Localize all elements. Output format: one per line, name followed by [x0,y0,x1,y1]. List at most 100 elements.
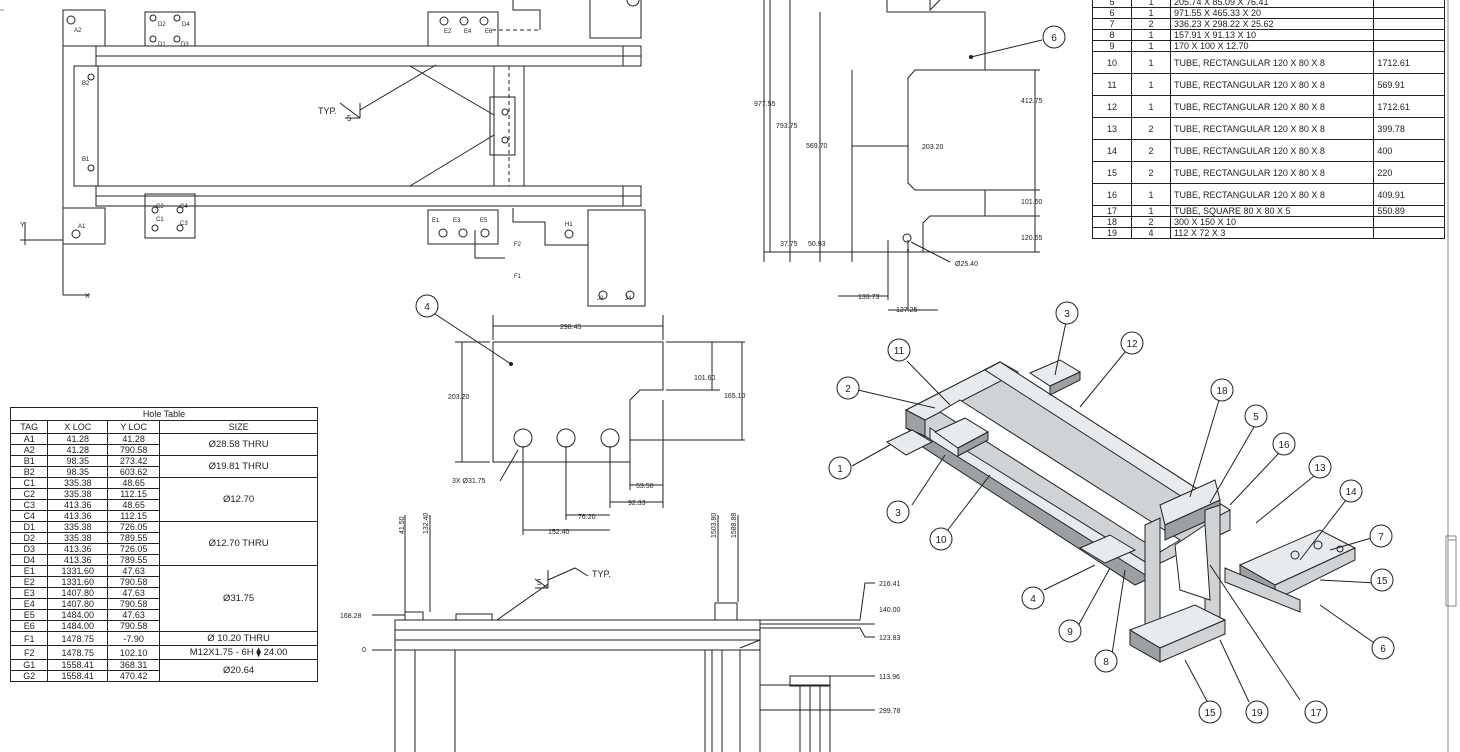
bom-cell-qty: 1 [1130,183,1171,206]
iso-balloon-9: 9 [1058,619,1082,643]
svg-text:4: 4 [1030,594,1036,605]
hole-cell-tag: D2 [9,532,49,544]
hole-cell-x: 98.35 [47,455,109,467]
bom-cell-qty: 2 [1130,139,1171,162]
bom-cell-qty: 2 [1130,161,1171,184]
hole-tag-f2: F2 [514,242,522,248]
hole-tag-d1: D1 [158,42,166,48]
iso-balloon-18: 18 [1210,378,1234,402]
iso-balloon-10: 10 [929,527,953,551]
bom-cell-qty: 4 [1130,227,1171,239]
hole-cell-tag: C4 [9,510,49,522]
hole-cell-y: 102.10 [107,645,161,660]
svg-text:10: 10 [935,535,947,546]
hole-cell-tag: E2 [9,576,49,588]
hole-cell-tag: F1 [9,631,49,646]
hole-tag-a2: A2 [74,28,82,34]
bom-cell-description: TUBE, SQUARE 80 X 80 X 5 [1169,205,1375,217]
iso-balloon-16: 16 [1272,432,1296,456]
hole-cell-y: 368.31 [107,659,161,671]
hole-cell-size: Ø 10.20 THRU [159,631,318,646]
hole-tag-a1: A1 [78,224,86,230]
svg-text:3: 3 [895,508,901,519]
iso-balloon-4: 4 [1021,586,1045,610]
hole-cell-x: 335.38 [47,488,109,500]
bom-cell-length [1373,227,1445,239]
svg-text:19: 19 [1251,708,1263,719]
dim-37: 37.75 [780,241,798,248]
hole-cell-x: 1407.80 [47,587,109,599]
hole-cell-y: 47.63 [107,609,161,621]
hole-table-header-tag: TAG [9,420,49,434]
hole-cell-tag: C3 [9,499,49,511]
dim-53: 53.50 [636,483,654,490]
hole-cell-x: 41.28 [47,433,109,445]
bom-cell-description: TUBE, RECTANGULAR 120 X 80 X 8 [1169,51,1375,74]
weld-size-label: 5 [347,114,352,123]
hole-tag-j4: J4 [625,296,632,302]
hole-cell-x: 413.36 [47,543,109,555]
hole-tag-c4: C4 [180,204,188,210]
hole-cell-y: 470.42 [107,670,161,682]
hole-cell-y: 47.63 [107,587,161,599]
bom-cell-qty: 2 [1130,117,1171,140]
plan-view-labels: TYP. 5 Y X A2 A1 B1 B2 C1 C2 C3 C4 D1 D2… [20,22,632,302]
bom-cell-description: 205.74 X 85.09 X 76.41 [1169,0,1375,8]
dim-132: 132.40 [423,512,430,534]
hole-cell-size: Ø20.64 [159,659,318,682]
hole-cell-x: 1331.60 [47,565,109,577]
hole-cell-size: M12X1.75 - 6H ⧫ 24.00 [159,645,318,660]
dim-793: 793.75 [776,123,798,130]
svg-text:15: 15 [1376,576,1388,587]
dim-203: 203.20 [922,144,944,151]
bom-cell-item: 13 [1092,117,1132,140]
hole-cell-size: Ø12.70 [159,477,318,522]
bom-cell-length: 569.91 [1373,73,1445,96]
bom-cell-item: 12 [1092,95,1132,118]
dim-50: 50.93 [808,241,826,248]
dim-123: 123.83 [879,635,901,642]
dim-101-b: 101.60 [694,375,716,382]
hole-cell-y: 789.55 [107,532,161,544]
hole-cell-tag: A2 [9,444,49,456]
hole-cell-y: 790.58 [107,576,161,588]
svg-text:3: 3 [1064,309,1070,320]
svg-text:12: 12 [1126,339,1138,350]
plan-view-holes [66,0,640,300]
hole-cell-x: 1484.00 [47,609,109,621]
hole-cell-x: 413.36 [47,499,109,511]
bom-cell-length [1373,7,1445,19]
hole-tag-j2: J2 [597,296,604,302]
svg-text:15: 15 [1204,708,1216,719]
hole-cell-x: 1478.75 [47,631,109,646]
hole-cell-x: 335.38 [47,521,109,533]
iso-balloon-6: 6 [1371,636,1395,660]
bom-cell-qty: 2 [1130,18,1171,30]
hole-cell-y: 48.65 [107,477,161,489]
hole-cell-tag: A1 [9,433,49,445]
bom-cell-qty: 1 [1130,205,1171,217]
hole-cell-x: 335.38 [47,477,109,489]
bom-cell-length: 1712.61 [1373,51,1445,74]
hole-cell-y: 790.58 [107,620,161,632]
dim-299: 299.78 [879,708,901,715]
bom-cell-length: 1712.61 [1373,95,1445,118]
bom-cell-description: TUBE, RECTANGULAR 120 X 80 X 8 [1169,117,1375,140]
svg-text:4: 4 [424,302,430,313]
hole-tag-h1: H1 [565,222,573,228]
dim-113: 113.96 [879,674,900,681]
hole-tag-c3: C3 [180,221,188,227]
